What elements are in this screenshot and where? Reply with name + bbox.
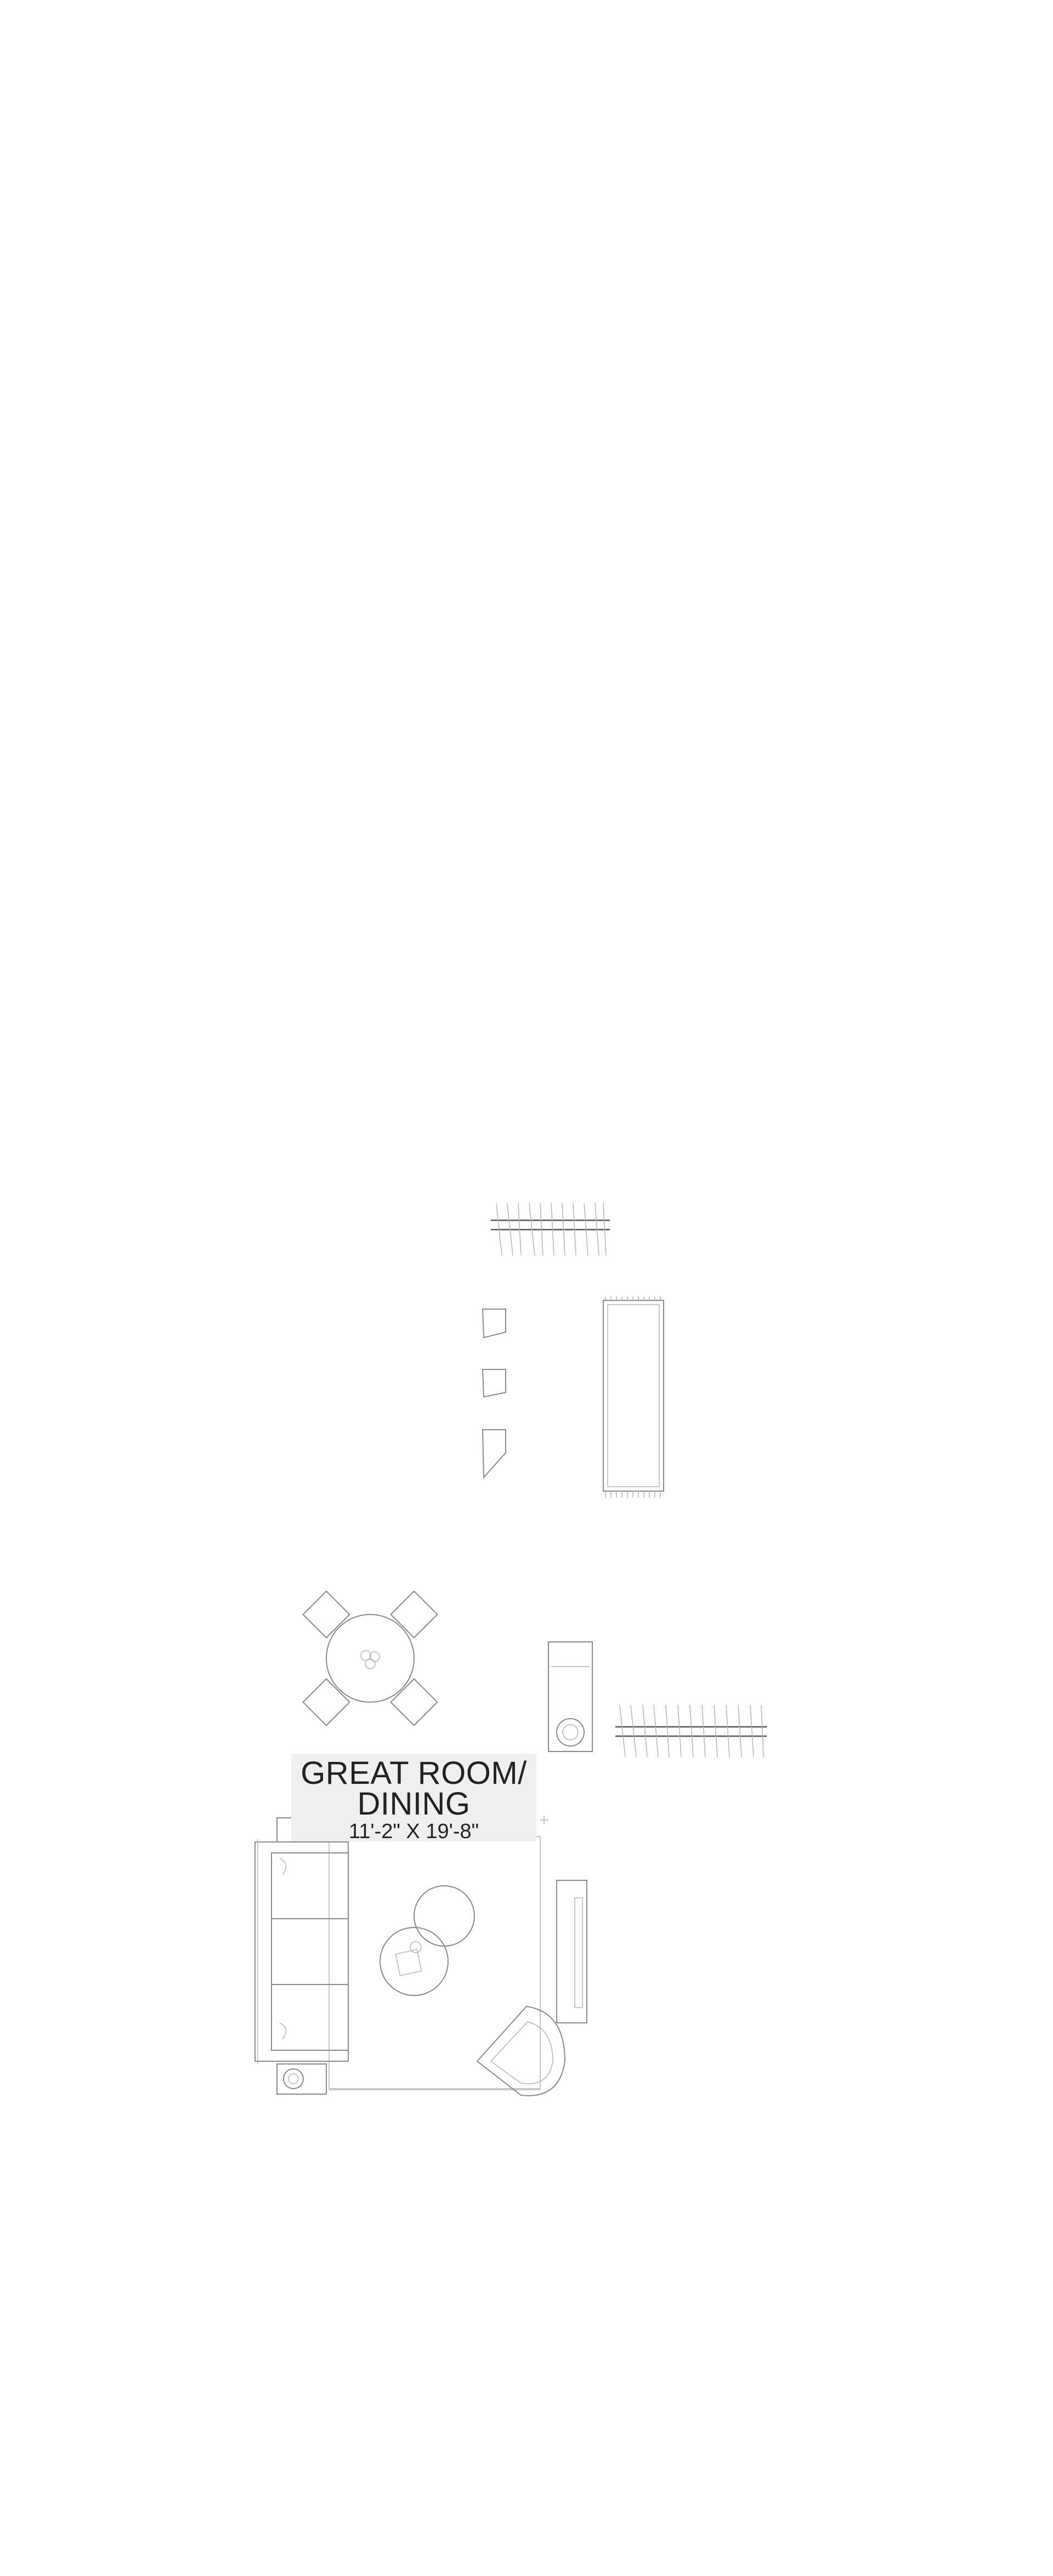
lamp-table-icon: [276, 1817, 327, 2095]
sofa-icon: [254, 1839, 349, 2064]
room-label: GREAT ROOM/ DINING 11'-2" X 19'-8": [291, 1754, 536, 1843]
kitchen-island-icon: [603, 1296, 664, 1498]
media-console-icon: [540, 1816, 587, 2023]
window-symbol-icon: [491, 1203, 610, 1256]
bar-stool-icon: [482, 1309, 506, 1479]
coffee-table-icon: [380, 1927, 449, 1996]
armchair-icon: [476, 2005, 566, 2096]
room-name: GREAT ROOM/ DINING: [301, 1755, 527, 1822]
ottoman-icon: [414, 1885, 475, 1947]
window-symbol-icon: [615, 1704, 767, 1758]
appliance-icon: [548, 1641, 593, 1752]
dining-table-icon: [302, 1590, 438, 1726]
room-dimensions: 11'-2" X 19'-8": [348, 1820, 479, 1843]
area-rug-icon: [329, 1836, 541, 2090]
